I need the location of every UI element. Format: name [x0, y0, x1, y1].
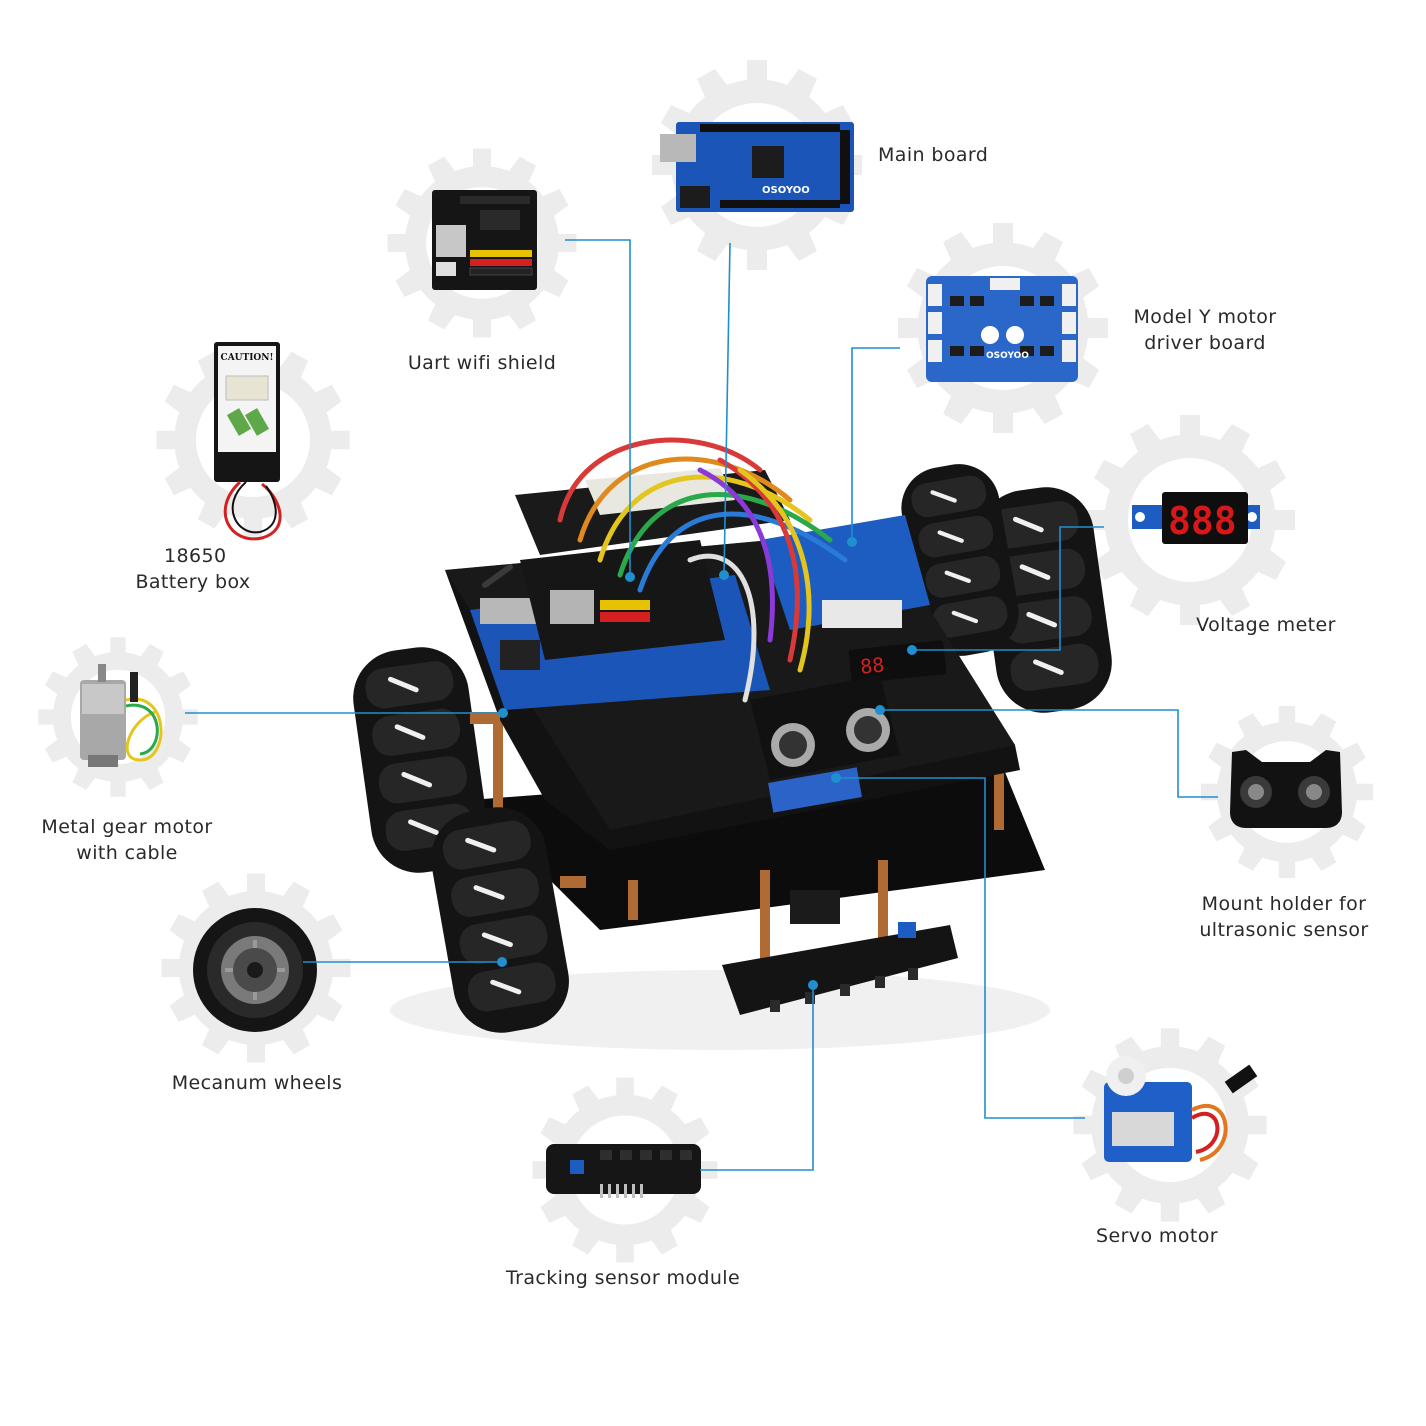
- leader-line-tracking: [700, 985, 814, 1171]
- svg-text:OSOYOO: OSOYOO: [986, 351, 1029, 361]
- ultrasonic-mount-holder-icon: [1230, 750, 1342, 828]
- label-main-board: Main board: [878, 142, 988, 168]
- motor-driver-board-icon: OSOYOO: [926, 276, 1078, 382]
- label-servo-motor-line-1: Servo motor: [1096, 1225, 1218, 1247]
- label-uart-wifi-shield-line-1: Uart wifi shield: [407, 352, 557, 374]
- label-battery-box-line-1: 18650: [164, 545, 227, 567]
- label-mecanum-wheels-line-1: Mecanum wheels: [171, 1072, 343, 1094]
- label-uart-wifi-shield: Uart wifi shield: [400, 350, 564, 376]
- label-voltage-meter-line-1: Voltage meter: [1196, 614, 1336, 636]
- leader-dots: [497, 537, 917, 990]
- leader-line-ultrasonic: [880, 709, 1218, 798]
- servo-motor-icon: [1104, 1056, 1258, 1162]
- label-ultrasonic-mount: Mount holder for ultrasonic sensor: [1190, 891, 1378, 943]
- battery-box-icon: CAUTION!: [214, 342, 282, 541]
- svg-text:88: 88: [859, 652, 885, 678]
- label-gear-motor: Metal gear motor with cable: [36, 814, 218, 866]
- leader-line-wifi-shield: [565, 239, 631, 577]
- label-tracking-sensor: Tracking sensor module: [500, 1265, 746, 1291]
- svg-text:OSOYOO: OSOYOO: [762, 185, 810, 196]
- mecanum-wheel-icon: [193, 908, 317, 1032]
- gear-motor-icon: [80, 664, 163, 767]
- label-gear-motor-line-2: with cable: [76, 842, 178, 864]
- label-mecanum-wheels: Mecanum wheels: [166, 1070, 348, 1096]
- label-motor-driver: Model Y motor driver board: [1120, 304, 1290, 356]
- leader-line-main-board: [723, 242, 731, 576]
- tracking-sensor-board-icon: [546, 1144, 701, 1198]
- leader-lines: [185, 239, 1218, 1171]
- robot-car-illustration: 88: [347, 437, 1118, 1050]
- arduino-mega-board-icon: OSOYOO: [660, 122, 854, 212]
- label-servo-motor: Servo motor: [1087, 1223, 1227, 1249]
- wifi-shield-board-icon: [432, 190, 537, 290]
- label-battery-box-line-2: Battery box: [135, 571, 251, 593]
- leader-line-servo: [836, 777, 1085, 1119]
- label-gear-motor-line-1: Metal gear motor: [41, 816, 213, 838]
- label-main-board-line-1: Main board: [878, 144, 989, 166]
- label-ultrasonic-mount-line-1: Mount holder for: [1201, 893, 1367, 915]
- label-motor-driver-line-1: Model Y motor: [1133, 306, 1277, 328]
- svg-text:CAUTION!: CAUTION!: [221, 353, 274, 363]
- label-motor-driver-line-2: driver board: [1144, 332, 1266, 354]
- label-battery-box: 18650 Battery box: [130, 543, 256, 595]
- voltage-meter-display-icon: 888: [1132, 492, 1260, 544]
- leader-line-motor-driver: [851, 347, 900, 540]
- svg-text:888: 888: [1168, 499, 1237, 543]
- leader-line-voltage-meter: [912, 526, 1104, 651]
- label-tracking-sensor-line-1: Tracking sensor module: [505, 1267, 741, 1289]
- label-voltage-meter: Voltage meter: [1190, 612, 1342, 638]
- label-ultrasonic-mount-line-2: ultrasonic sensor: [1199, 919, 1369, 941]
